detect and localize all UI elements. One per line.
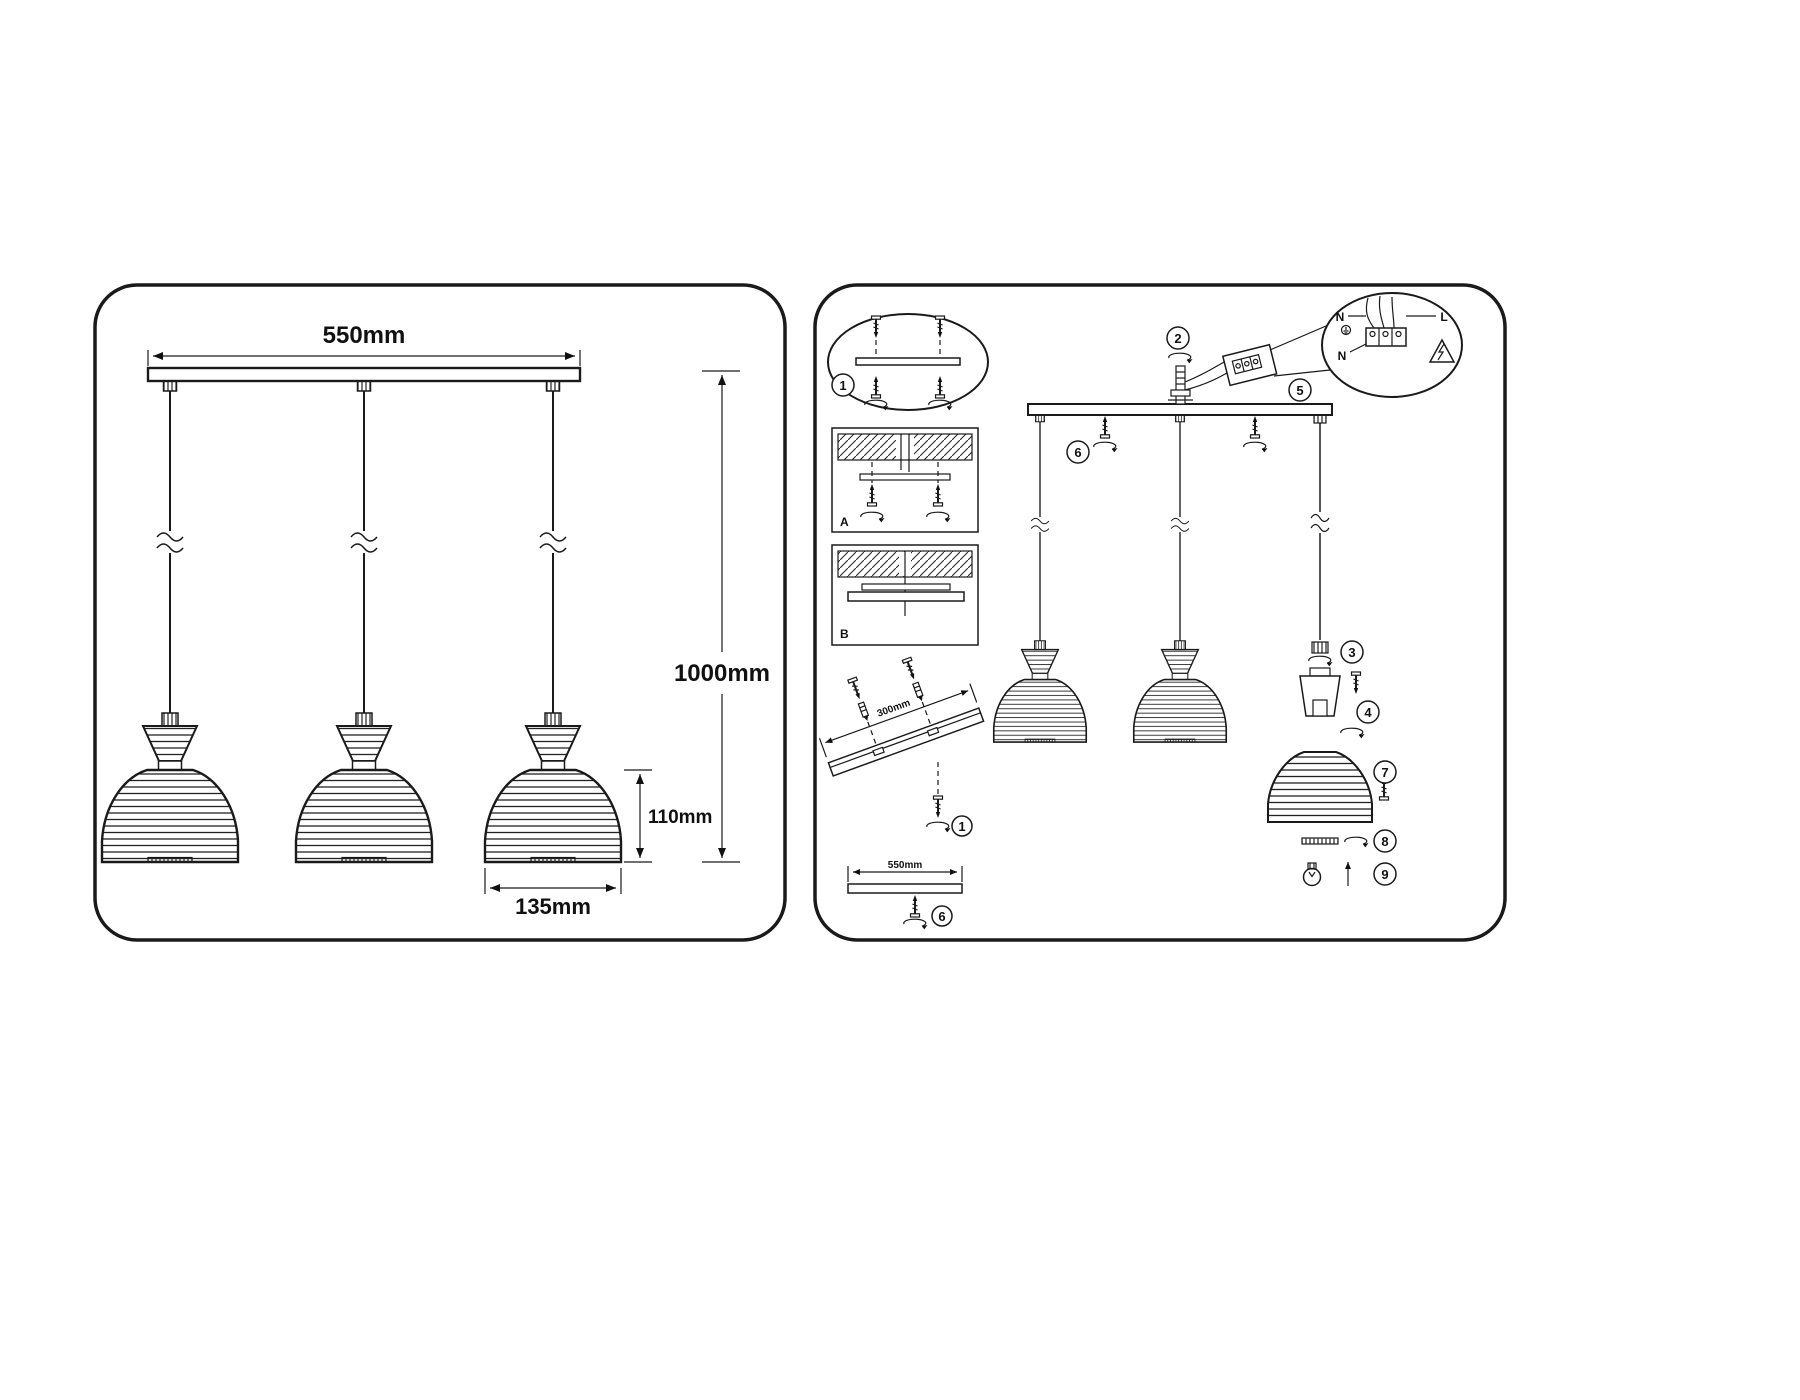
step-callout-8: 8 xyxy=(1373,829,1397,853)
step-callout-2: 2 xyxy=(1166,326,1190,350)
step2-top-fixing: 2 xyxy=(1166,326,1194,405)
step-callout-5: 5 xyxy=(1288,378,1312,402)
detail-a-label: A xyxy=(840,515,849,529)
step5-terminal-block: 5 xyxy=(1184,325,1331,402)
left-panel-border xyxy=(93,283,787,942)
main-assembly: 6 2 xyxy=(992,292,1463,887)
detail-b-label: B xyxy=(840,627,849,641)
canopy-detail-550mm: 550mm 6 xyxy=(847,860,963,931)
wire-line-label: L xyxy=(1440,310,1447,324)
wiring-detail-ellipse: N L N xyxy=(1321,292,1463,398)
detail-box-a: A xyxy=(831,427,979,533)
ceiling-canopy-bar xyxy=(146,366,582,383)
assembly-canopy-bar xyxy=(1027,403,1333,416)
dim-shade-height-label: 110mm xyxy=(648,807,712,828)
dim-canopy-length-label: 550mm xyxy=(888,860,923,871)
step-callout-9: 9 xyxy=(1373,862,1397,886)
svg-text:6: 6 xyxy=(1074,445,1081,460)
wire-neutral-bottom-label: N xyxy=(1338,349,1347,363)
step-callout-7: 7 xyxy=(1373,760,1397,784)
step-callout-6b: 6 xyxy=(931,905,953,927)
assembly-instructions-panel: 1 A B xyxy=(813,283,1507,942)
dimension-width: 550mm xyxy=(147,322,581,366)
dim-shade-diameter-label: 135mm xyxy=(515,894,591,919)
detail-box-b: B xyxy=(831,544,979,646)
svg-text:1: 1 xyxy=(958,819,965,834)
assembly-pendant-3-exploded: 3 4 7 xyxy=(1267,414,1397,887)
dimension-shade-diameter: 135mm xyxy=(484,868,622,919)
wire-neutral-top-label: N xyxy=(1336,310,1345,324)
svg-text:4: 4 xyxy=(1364,705,1372,720)
step-callout-6: 6 xyxy=(1066,440,1090,464)
dim-total-height-label: 1000mm xyxy=(674,660,770,687)
svg-text:8: 8 xyxy=(1381,834,1388,849)
electrical-warning-icon xyxy=(1428,338,1456,363)
svg-text:3: 3 xyxy=(1348,645,1355,660)
svg-text:5: 5 xyxy=(1296,383,1303,398)
step-callout-1b: 1 xyxy=(951,815,973,837)
svg-text:9: 9 xyxy=(1381,867,1388,882)
dimension-drawing-panel: 550mm 1000mm 110mm 135mm xyxy=(93,283,787,942)
svg-text:6: 6 xyxy=(938,909,945,924)
dimension-shade-height: 110mm xyxy=(624,769,712,863)
svg-text:1: 1 xyxy=(839,378,846,393)
step-callout-4: 4 xyxy=(1356,700,1380,724)
dimension-total-height: 1000mm xyxy=(674,370,770,863)
dim-width-label: 550mm xyxy=(323,322,406,349)
step-callout-1: 1 xyxy=(831,373,855,397)
earth-symbol-icon xyxy=(1340,324,1352,336)
svg-text:7: 7 xyxy=(1381,765,1388,780)
step1-bracket-detail: 1 xyxy=(827,313,989,411)
step-callout-3: 3 xyxy=(1340,640,1364,664)
svg-text:2: 2 xyxy=(1174,331,1181,346)
